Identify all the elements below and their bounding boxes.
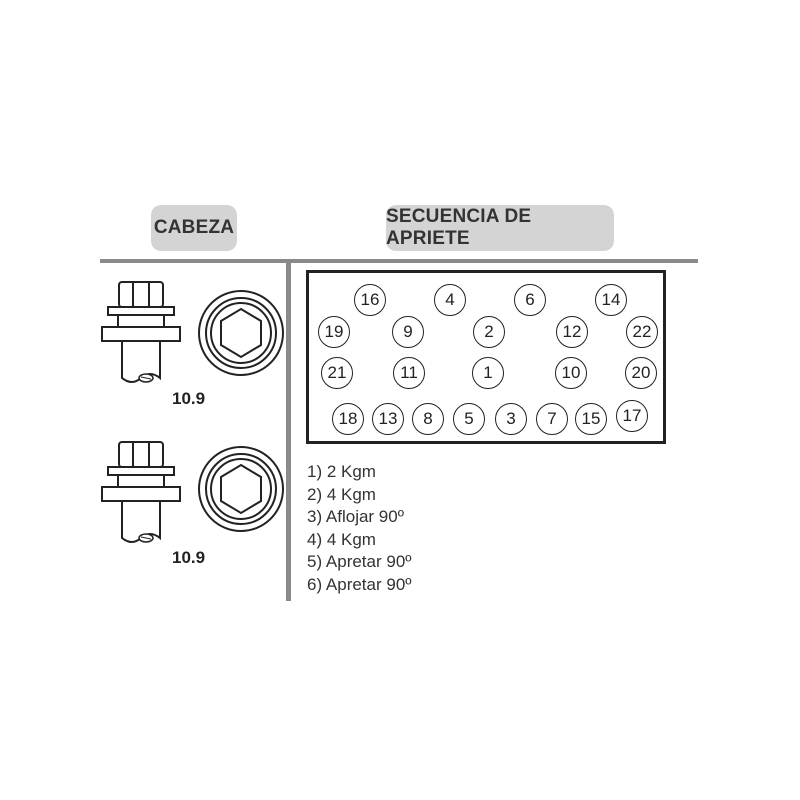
bolt-top-view-icon — [198, 290, 284, 376]
sequence-number: 17 — [616, 400, 648, 432]
sequence-number: 16 — [354, 284, 386, 316]
sequence-number: 11 — [393, 357, 425, 389]
cabeza-header: CABEZA — [151, 205, 237, 251]
bolt-side-view-icon — [101, 281, 181, 383]
sequence-number: 5 — [453, 403, 485, 435]
step-item: 1) 2 Kgm — [307, 462, 376, 481]
bolt-grade-label: 10.9 — [172, 548, 206, 567]
step-item: 4) 4 Kgm — [307, 529, 376, 549]
vertical-divider — [286, 259, 291, 601]
sequence-number: 1 — [472, 357, 504, 389]
sequence-number: 12 — [556, 316, 588, 348]
step-item: 2) 4 Kgm — [307, 484, 376, 504]
step-item: 3) Aflojar 90º — [307, 507, 404, 526]
tightening-steps-list: 1) 2 Kgm 2) 4 Kgm 3) Aflojar 90º 4) 4 Kg… — [307, 461, 412, 596]
step-item: 5) Apretar 90º — [307, 552, 412, 571]
sequence-number: 19 — [318, 316, 350, 348]
sequence-number: 10 — [555, 357, 587, 389]
sequence-number: 2 — [473, 316, 505, 348]
sequence-number: 15 — [575, 403, 607, 435]
sequence-number: 8 — [412, 403, 444, 435]
sequence-number: 22 — [626, 316, 658, 348]
sequence-number: 20 — [625, 357, 657, 389]
bolt-side-view-icon — [101, 441, 181, 543]
sequence-number: 9 — [392, 316, 424, 348]
bolt-grade-label: 10.9 — [172, 389, 206, 408]
sequence-number: 13 — [372, 403, 404, 435]
sequence-number: 3 — [495, 403, 527, 435]
sequence-number: 7 — [536, 403, 568, 435]
bolt-top-view-icon — [198, 446, 284, 532]
sequence-number: 4 — [434, 284, 466, 316]
sequence-number: 14 — [595, 284, 627, 316]
sequence-number: 21 — [321, 357, 353, 389]
secuencia-header: SECUENCIA DE APRIETE — [386, 205, 614, 251]
sequence-number: 6 — [514, 284, 546, 316]
sequence-number: 18 — [332, 403, 364, 435]
tightening-sequence-box: 16 4 6 14 19 9 2 12 22 21 11 1 10 20 18 … — [306, 270, 666, 444]
horizontal-divider — [100, 259, 698, 263]
step-item: 6) Apretar 90º — [307, 574, 412, 594]
